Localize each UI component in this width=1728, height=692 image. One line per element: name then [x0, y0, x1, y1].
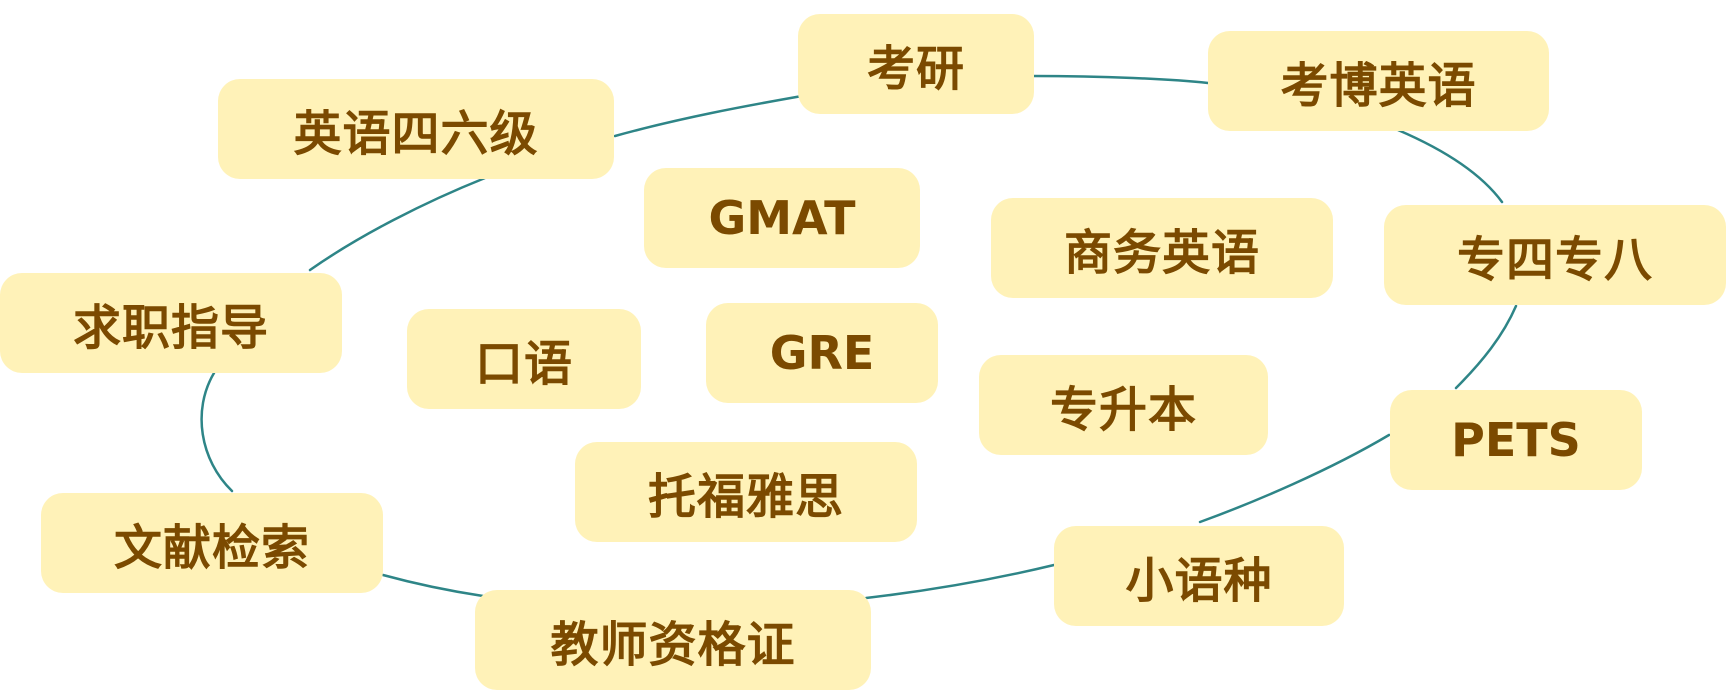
connector-kaobo-zhuansi — [1396, 128, 1504, 204]
node-gmat: GMAT — [644, 168, 920, 268]
node-kouyu-label: 口语 — [474, 336, 573, 392]
node-zhuansi-zhuanba: 专四专八 — [1384, 205, 1726, 305]
node-zhuanshengben-label: 专升本 — [1049, 382, 1197, 438]
node-qiuzhi-zhidao: 求职指导 — [0, 273, 342, 373]
node-kaoyan: 考研 — [798, 14, 1034, 114]
node-gmat-label: GMAT — [708, 191, 856, 245]
node-qiuzhi-zhidao-label: 求职指导 — [72, 300, 269, 356]
connector-kaoyan-kaobo — [1030, 74, 1210, 85]
node-jiaoshi-zigezheng: 教师资格证 — [475, 590, 871, 690]
node-gre-label: GRE — [769, 326, 875, 380]
connector-wenxian-qiuzhi — [200, 371, 234, 493]
node-xiaoyuzhong-label: 小语种 — [1125, 553, 1273, 609]
node-kouyu: 口语 — [407, 309, 641, 409]
connector-pets-xiaoyuzhong — [1198, 433, 1391, 524]
node-zhuanshengben: 专升本 — [979, 355, 1268, 455]
connector-siliuji-kaoyan — [613, 94, 804, 138]
node-kaoyan-label: 考研 — [866, 41, 965, 97]
node-gre: GRE — [706, 303, 938, 403]
node-zhuansi-zhuanba-label: 专四专八 — [1456, 232, 1653, 288]
node-yingyu-siliuji: 英语四六级 — [218, 79, 614, 179]
node-wenxian-jiansuo-label: 文献检索 — [113, 520, 310, 576]
node-kaobo-yingyu: 考博英语 — [1208, 31, 1549, 131]
node-xiaoyuzhong: 小语种 — [1054, 526, 1344, 626]
node-wenxian-jiansuo: 文献检索 — [41, 493, 383, 593]
node-jiaoshi-zigezheng-label: 教师资格证 — [550, 617, 796, 673]
node-pets: PETS — [1390, 390, 1642, 490]
node-shangwu-yingyu-label: 商务英语 — [1063, 225, 1260, 281]
node-shangwu-yingyu: 商务英语 — [991, 198, 1333, 298]
connector-xiaoyuzhong-jiaoshi — [864, 563, 1056, 600]
node-tuofu-yasi: 托福雅思 — [575, 442, 917, 542]
connector-qiuzhi-siliuji — [308, 176, 487, 272]
node-kaobo-yingyu-label: 考博英语 — [1280, 58, 1477, 114]
connector-jiaoshi-wenxian — [381, 573, 485, 598]
node-pets-label: PETS — [1451, 413, 1581, 467]
node-yingyu-siliuji-label: 英语四六级 — [293, 106, 539, 162]
node-tuofu-yasi-label: 托福雅思 — [647, 469, 844, 525]
connector-zhuansi-pets — [1454, 304, 1518, 390]
